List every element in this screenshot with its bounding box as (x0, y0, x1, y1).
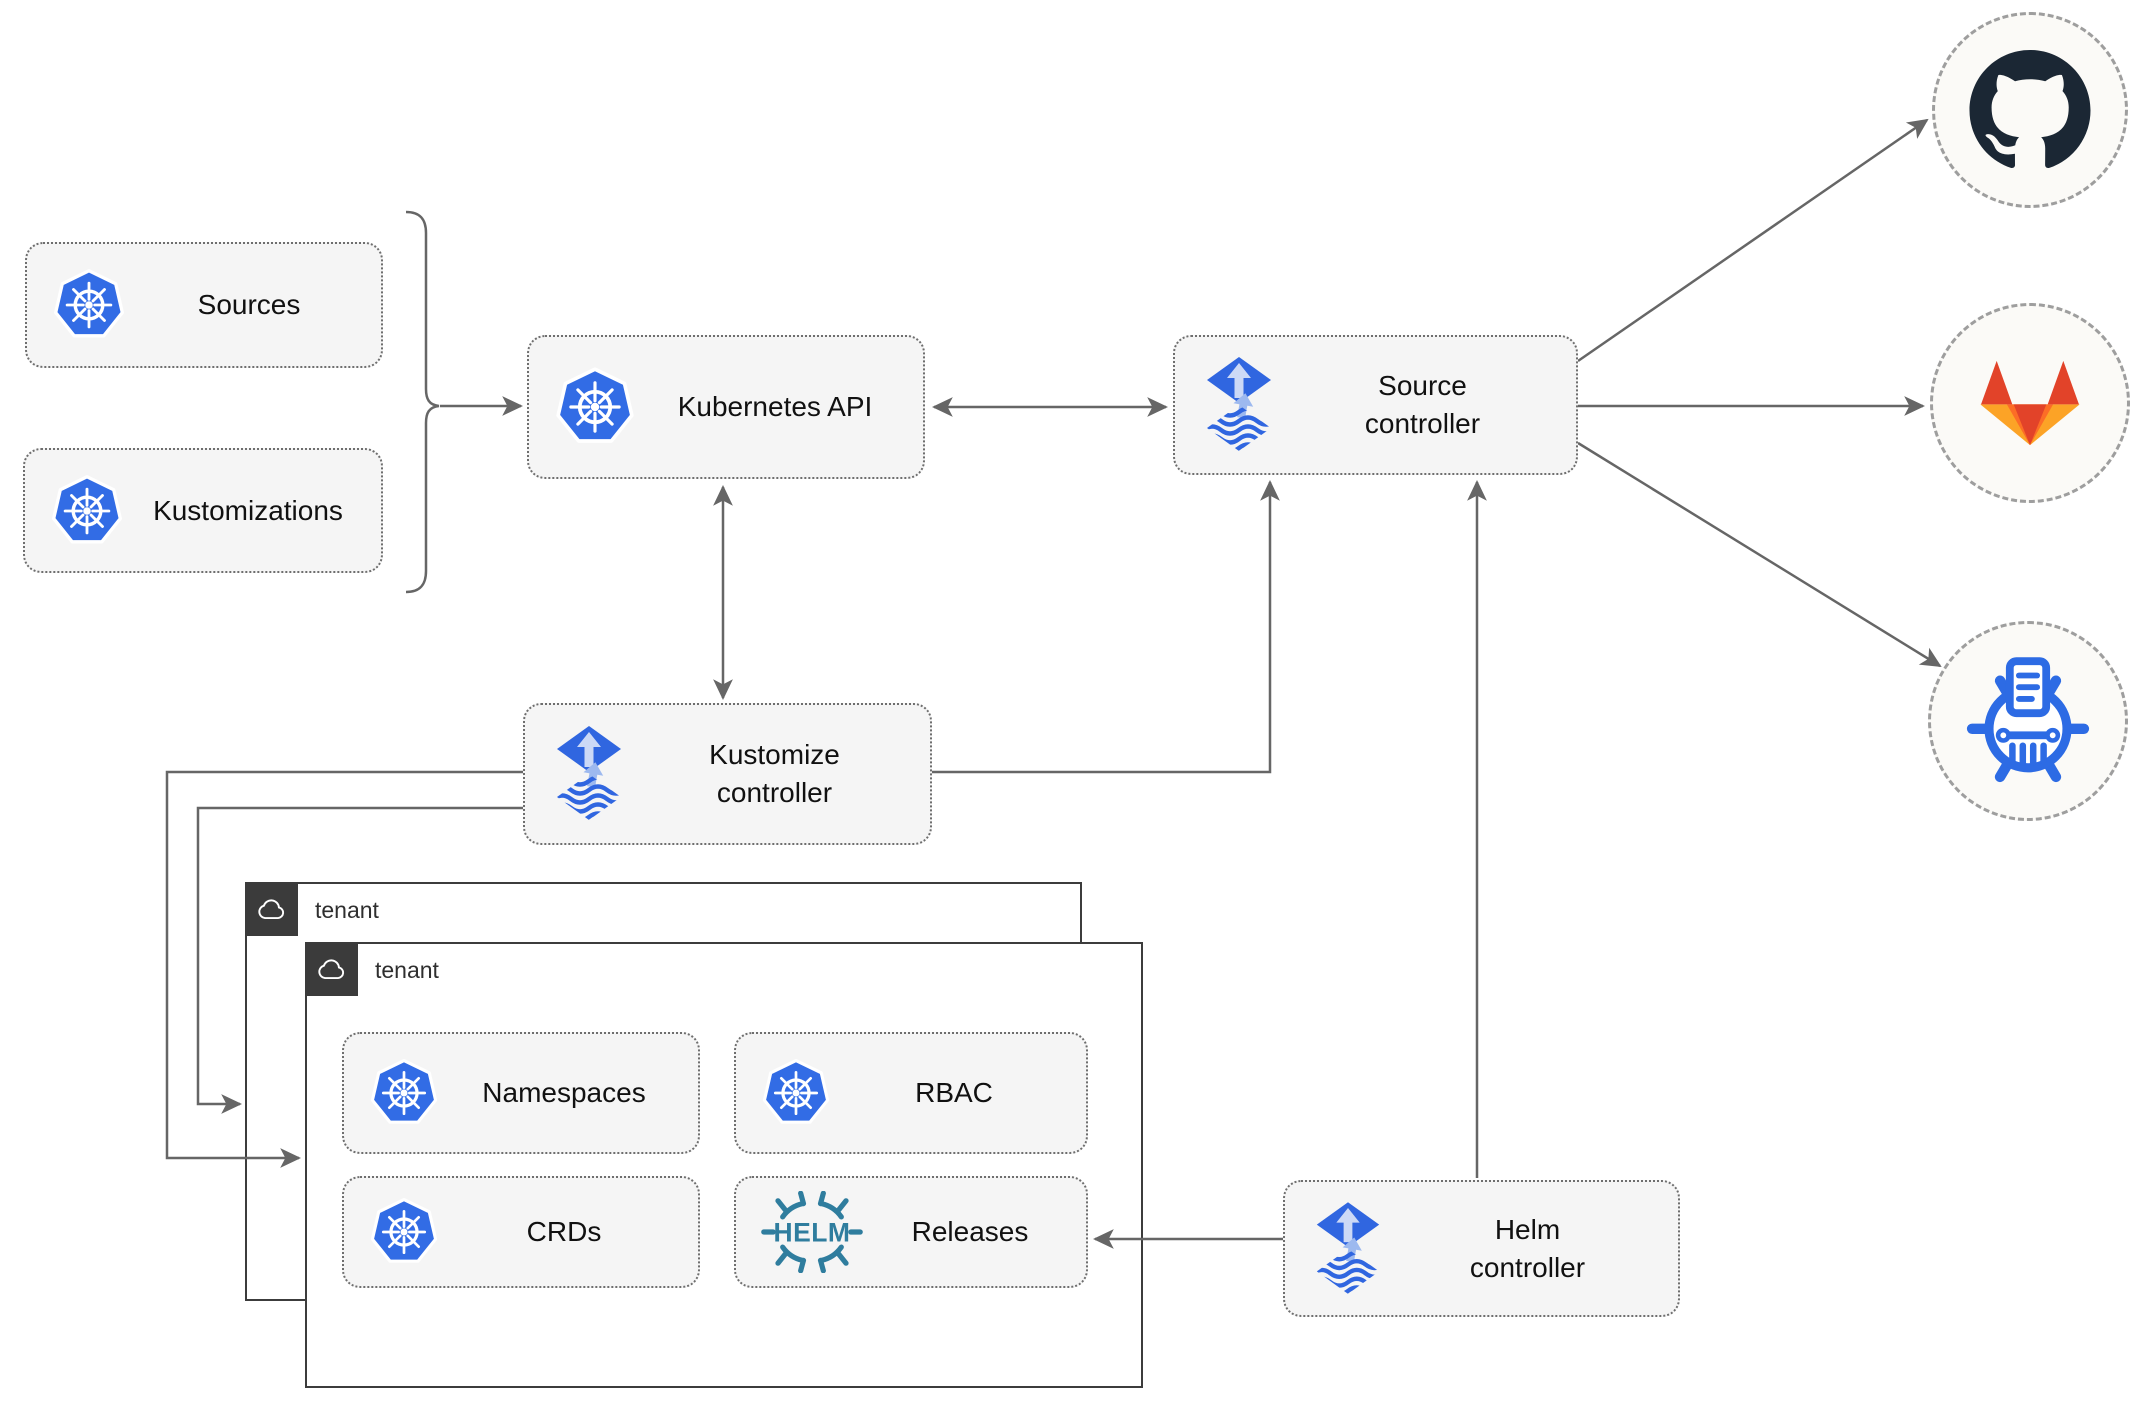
crds-node: CRDs (342, 1176, 700, 1288)
kubernetes-icon (760, 1057, 832, 1129)
kubernetes-icon (553, 365, 637, 449)
kustomizations-node: Kustomizations (23, 448, 383, 573)
connector-kustomize-to-inner-tenant (165, 770, 523, 1168)
tenant-group-inner: tenant (305, 942, 1143, 1388)
gitlab-icon (1980, 360, 2080, 446)
helm-icon: HELM (761, 1191, 863, 1273)
kubernetes-icon (51, 267, 127, 343)
kubernetes-api-node: Kubernetes API (527, 335, 925, 479)
connector-source-to-github (1577, 118, 1929, 363)
node-label: Helm controller (1469, 1213, 1586, 1283)
node-label: Kubernetes API (677, 391, 873, 423)
source-controller-node: Source controller (1173, 335, 1578, 475)
node-label: Kustomize controller (709, 739, 840, 808)
sources-node: Sources (25, 242, 383, 368)
node-label: Kustomizations (153, 494, 343, 526)
node-label: RBAC (915, 1077, 993, 1109)
repository-node (1928, 621, 2128, 821)
flux-icon (1199, 357, 1279, 453)
namespaces-node: Namespaces (342, 1032, 700, 1154)
kubernetes-icon (368, 1057, 440, 1129)
cloud-icon (258, 898, 285, 919)
helm-logo-text: HELM (774, 1217, 851, 1247)
flux-icon (549, 726, 629, 822)
connector-kustomize-to-source (932, 480, 1280, 774)
curly-brace (405, 210, 440, 594)
node-label: CRDs (526, 1216, 602, 1248)
cloud-icon (318, 958, 345, 979)
kubernetes-icon (368, 1196, 440, 1268)
helm-controller-node: Helm controller (1283, 1180, 1680, 1317)
tenant-tab (245, 882, 298, 936)
rbac-node: RBAC (734, 1032, 1088, 1154)
connector-kustomize-to-outer-tenant (196, 806, 523, 1114)
releases-node: HELM Releases (734, 1176, 1088, 1288)
kustomize-controller-node: Kustomize controller (523, 703, 932, 845)
kubernetes-icon (49, 473, 125, 549)
tenant-tab (305, 942, 358, 996)
node-label: Namespaces (482, 1077, 646, 1109)
connector-source-to-repository (1577, 441, 1942, 668)
gitlab-node (1930, 303, 2130, 503)
tenant-label: tenant (375, 957, 439, 983)
github-icon (1969, 49, 2091, 168)
flux-icon (1309, 1202, 1387, 1296)
node-label: Source controller (1364, 370, 1481, 439)
kubernetes-storage-icon (1966, 657, 2090, 783)
github-node (1932, 12, 2128, 208)
tenant-label: tenant (315, 897, 379, 923)
node-label: Sources (197, 289, 301, 321)
node-label: Releases (911, 1216, 1029, 1248)
